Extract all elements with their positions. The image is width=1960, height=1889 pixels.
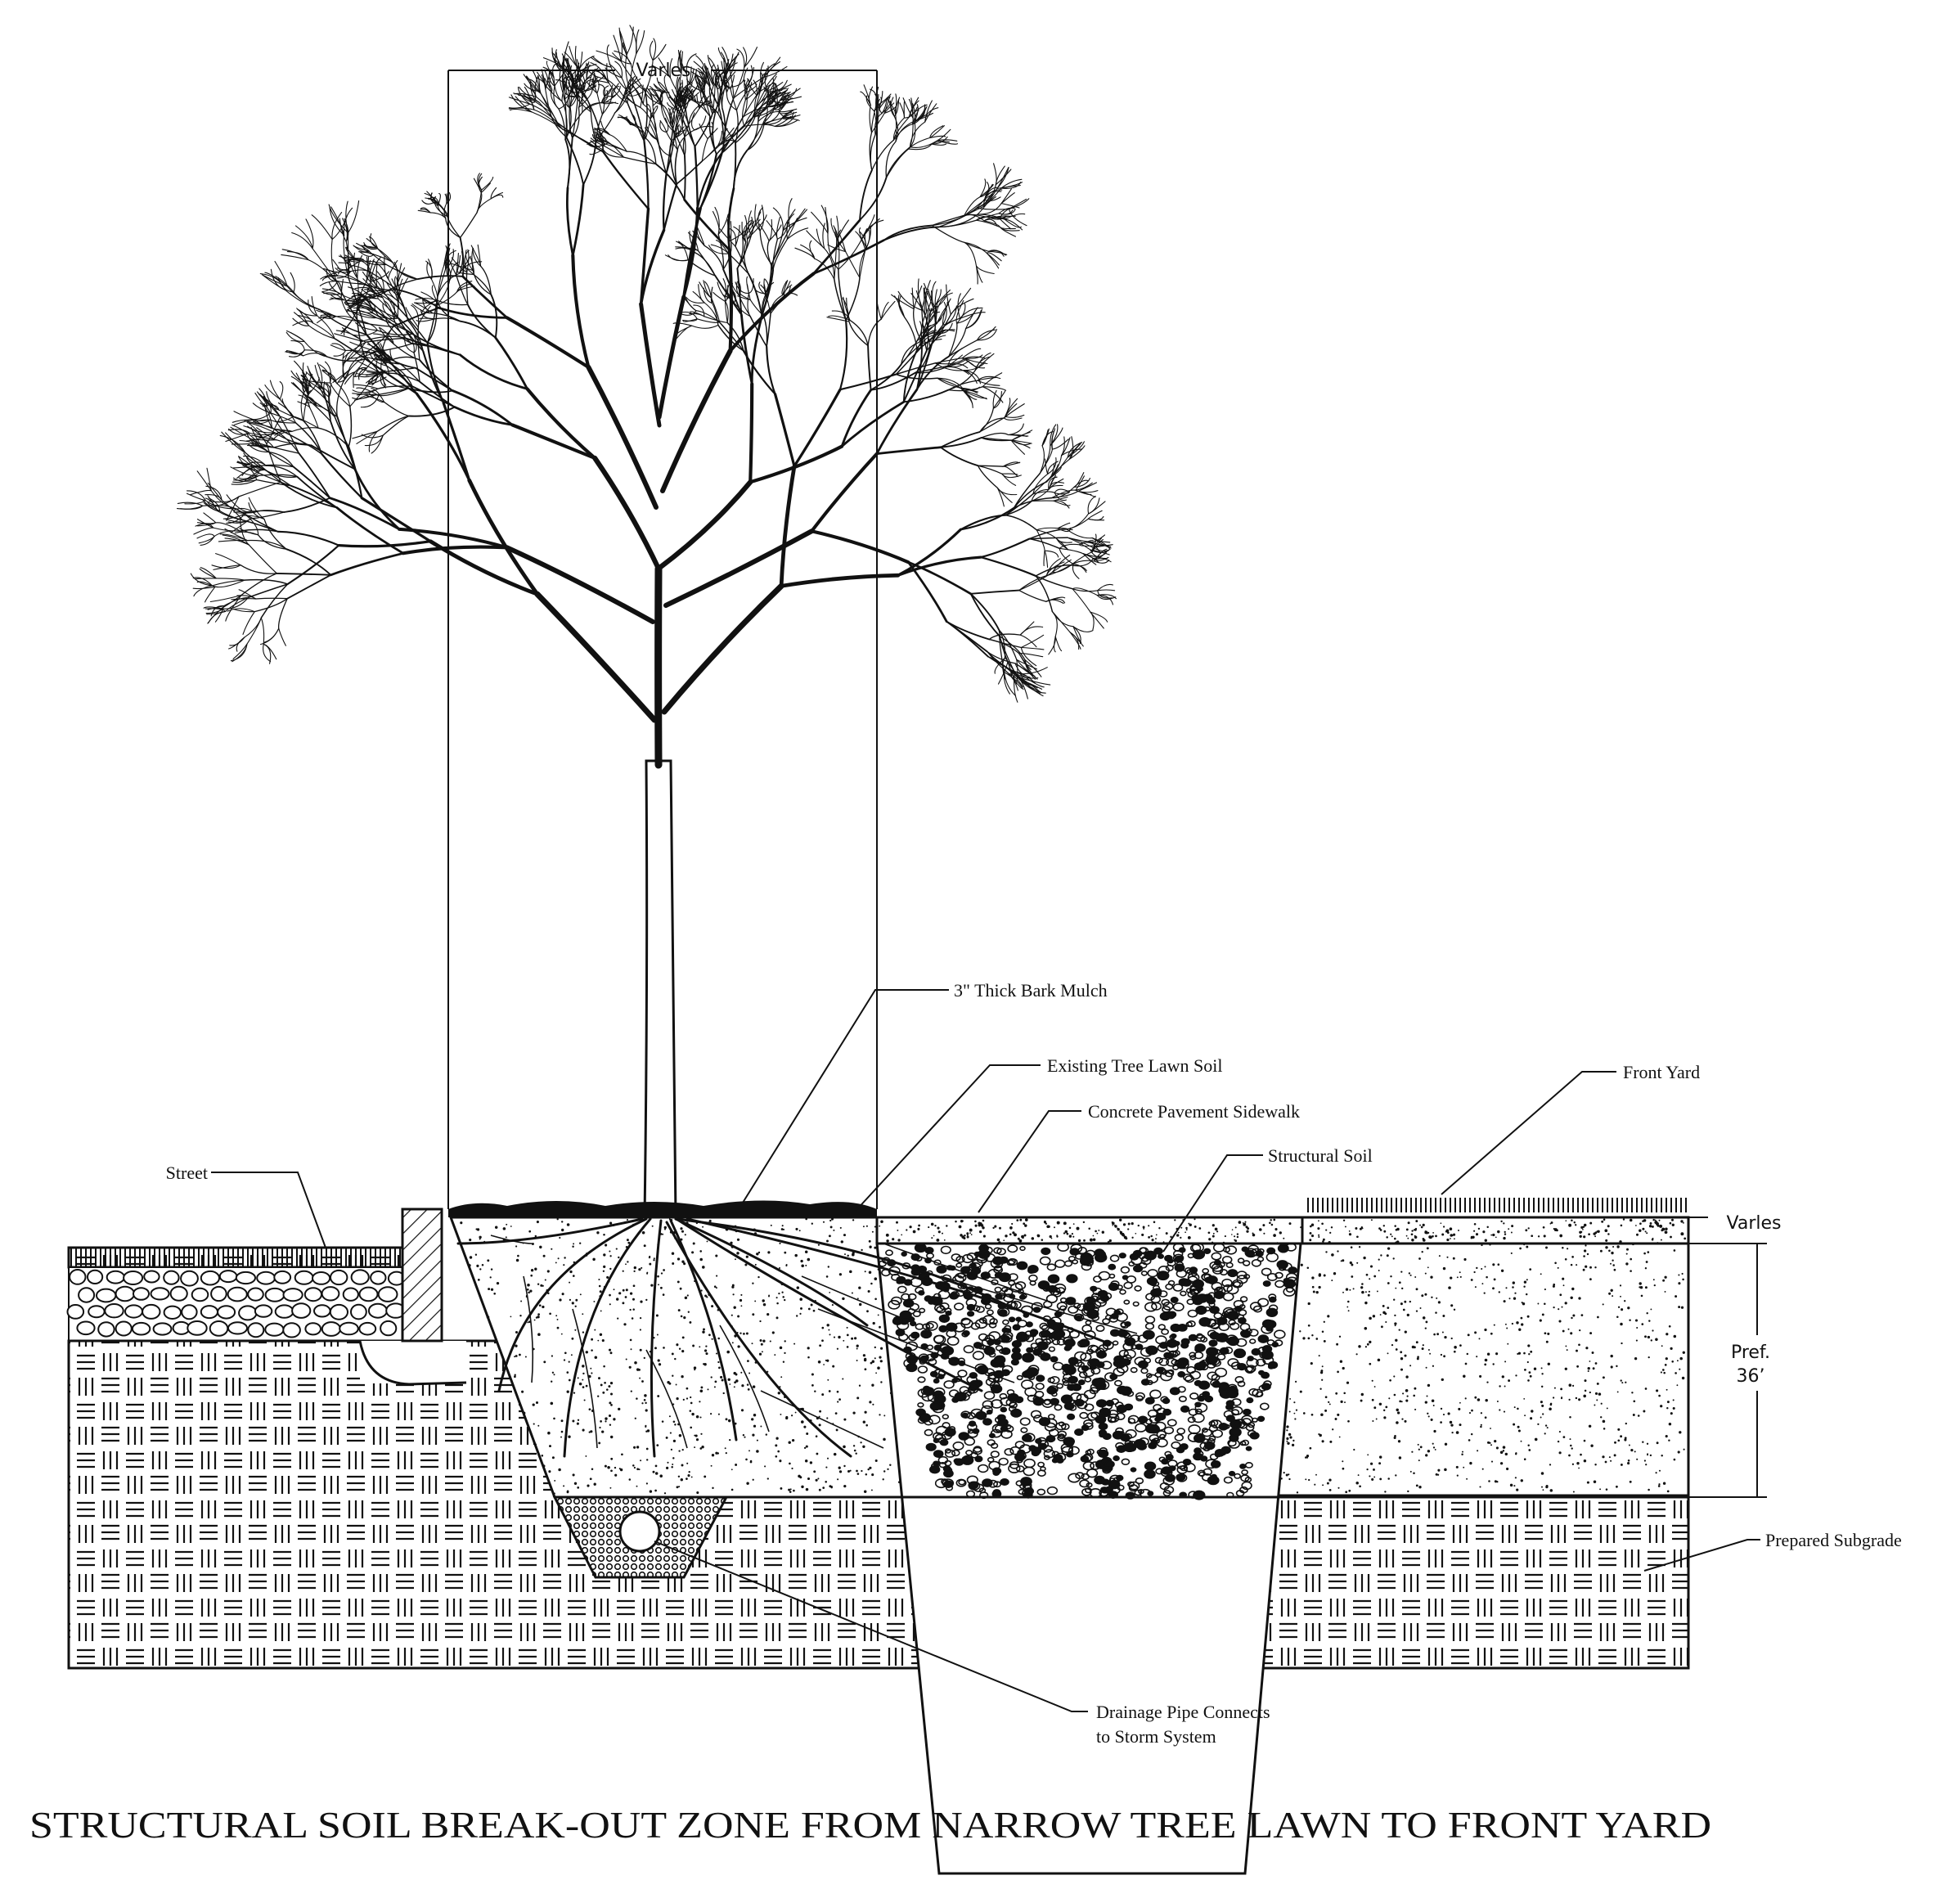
- bark-mulch: [448, 1200, 877, 1217]
- curb: [401, 1208, 443, 1343]
- structural-soil-leader: [1162, 1154, 1263, 1253]
- structural-soil-label: Structural Soil: [1268, 1145, 1373, 1166]
- drainage-pipe: [618, 1510, 661, 1553]
- soil-stipple: [460, 1217, 1687, 1495]
- soil-depth-label-line1: Pref.: [1731, 1343, 1770, 1363]
- sidewalk-depth-label: Varles: [1727, 1213, 1782, 1234]
- tree-lawn-soil-label: Existing Tree Lawn Soil: [1047, 1055, 1223, 1076]
- front-yard-label: Front Yard: [1623, 1062, 1700, 1082]
- concrete-sidewalk: [875, 1216, 1304, 1245]
- soil-depth-label-line2: 36’: [1737, 1366, 1765, 1387]
- drainage-label-line1: Drainage Pipe Connects: [1096, 1702, 1270, 1722]
- street-leader: [211, 1172, 326, 1248]
- drainage-leader: [654, 1540, 1088, 1712]
- tree: [176, 25, 1138, 1458]
- tree-roots: [456, 1217, 1138, 1458]
- bark-mulch-leader: [742, 989, 949, 1203]
- diagram-title: STRUCTURAL SOIL BREAK-OUT ZONE FROM NARR…: [29, 1804, 1711, 1846]
- sidewalk-label: Concrete Pavement Sidewalk: [1088, 1101, 1300, 1122]
- tree-lawn-soil-leader: [855, 1064, 1041, 1212]
- street-label: Street: [166, 1163, 208, 1183]
- subgrade-label: Prepared Subgrade: [1765, 1530, 1902, 1550]
- bark-mulch-label: 3" Thick Bark Mulch: [954, 980, 1108, 1001]
- soil-depth-dimension: [1688, 1217, 1767, 1498]
- tree-trunk: [643, 759, 677, 1219]
- sidewalk-leader: [978, 1110, 1081, 1213]
- tree-branches: [176, 25, 1117, 769]
- structural-soil-aggregate: [878, 1242, 1298, 1500]
- front-yard-turf: [1306, 1198, 1688, 1212]
- canopy-width-label: Varles: [636, 61, 691, 81]
- drainage-label-line2: to Storm System: [1096, 1726, 1216, 1747]
- front-yard-leader: [1441, 1071, 1616, 1195]
- callout-leaders: [211, 989, 1760, 1712]
- subgrade-leader: [1643, 1539, 1760, 1572]
- canopy-width-dimension: [447, 70, 878, 1209]
- street-gravel-pocket-cover: [360, 1341, 466, 1383]
